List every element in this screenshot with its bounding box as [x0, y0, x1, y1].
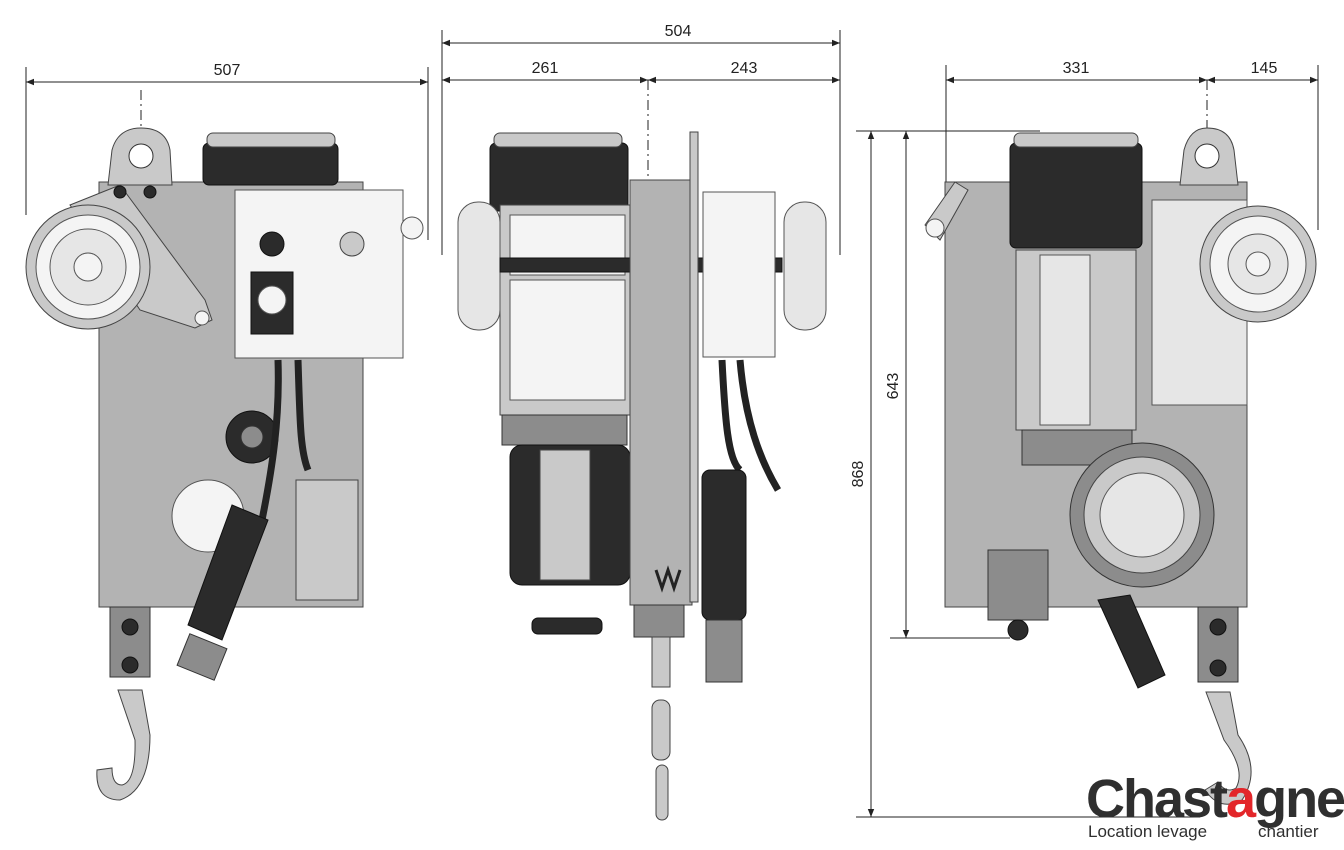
front-view: 507 — [25, 62, 429, 801]
side-center-plate — [629, 179, 693, 606]
dim-rear-short-height-label: 643 — [885, 373, 902, 400]
side-control-box — [702, 191, 776, 358]
side-hook — [655, 764, 669, 821]
side-view: 504 261 243 — [441, 23, 841, 821]
lifting-hook — [96, 689, 151, 801]
side-motor-cap — [489, 142, 629, 212]
logo-part2: gner — [1254, 769, 1344, 829]
dim-rear-right-label: 145 — [1251, 60, 1278, 77]
dimension-side-split: 261 243 — [442, 60, 840, 84]
dimension-side-total: 504 — [441, 23, 841, 255]
logo-accent-letter: a — [1226, 769, 1257, 829]
dim-side-left-label: 261 — [532, 60, 559, 77]
dim-side-total-label: 504 — [665, 23, 692, 40]
dimension-rear-split: 331 145 — [945, 60, 1319, 230]
side-plug — [701, 469, 747, 621]
power-plug — [187, 504, 269, 641]
logo-tagline-right: chantier — [1258, 822, 1319, 841]
brand-logo: Chastagner Location levage chantier — [1086, 769, 1344, 841]
rear-view: 331 145 643 868 — [850, 60, 1319, 818]
dim-side-right-label: 243 — [731, 60, 758, 77]
dim-front-width-label: 507 — [214, 62, 241, 79]
rear-lifting-hook — [1204, 691, 1252, 805]
dim-rear-total-height-label: 868 — [850, 461, 867, 488]
dimension-rear-heights: 643 868 — [850, 130, 1200, 818]
side-right-roller — [783, 201, 827, 331]
svg-text:Chastagner: Chastagner — [1086, 769, 1344, 829]
motor-cap — [202, 142, 339, 186]
side-left-roller — [457, 201, 501, 331]
dim-rear-left-label: 331 — [1063, 60, 1090, 77]
logo-tagline-left: Location levage — [1088, 822, 1207, 841]
rear-motor-cap — [1009, 142, 1143, 249]
connector-housing — [295, 479, 359, 601]
front-right-roller — [400, 216, 424, 240]
rear-plug — [1097, 594, 1166, 689]
crank-handle — [531, 617, 603, 635]
dimension-front-width: 507 — [25, 62, 429, 240]
rear-bracket — [987, 549, 1049, 621]
logo-part1: Chast — [1086, 769, 1228, 829]
